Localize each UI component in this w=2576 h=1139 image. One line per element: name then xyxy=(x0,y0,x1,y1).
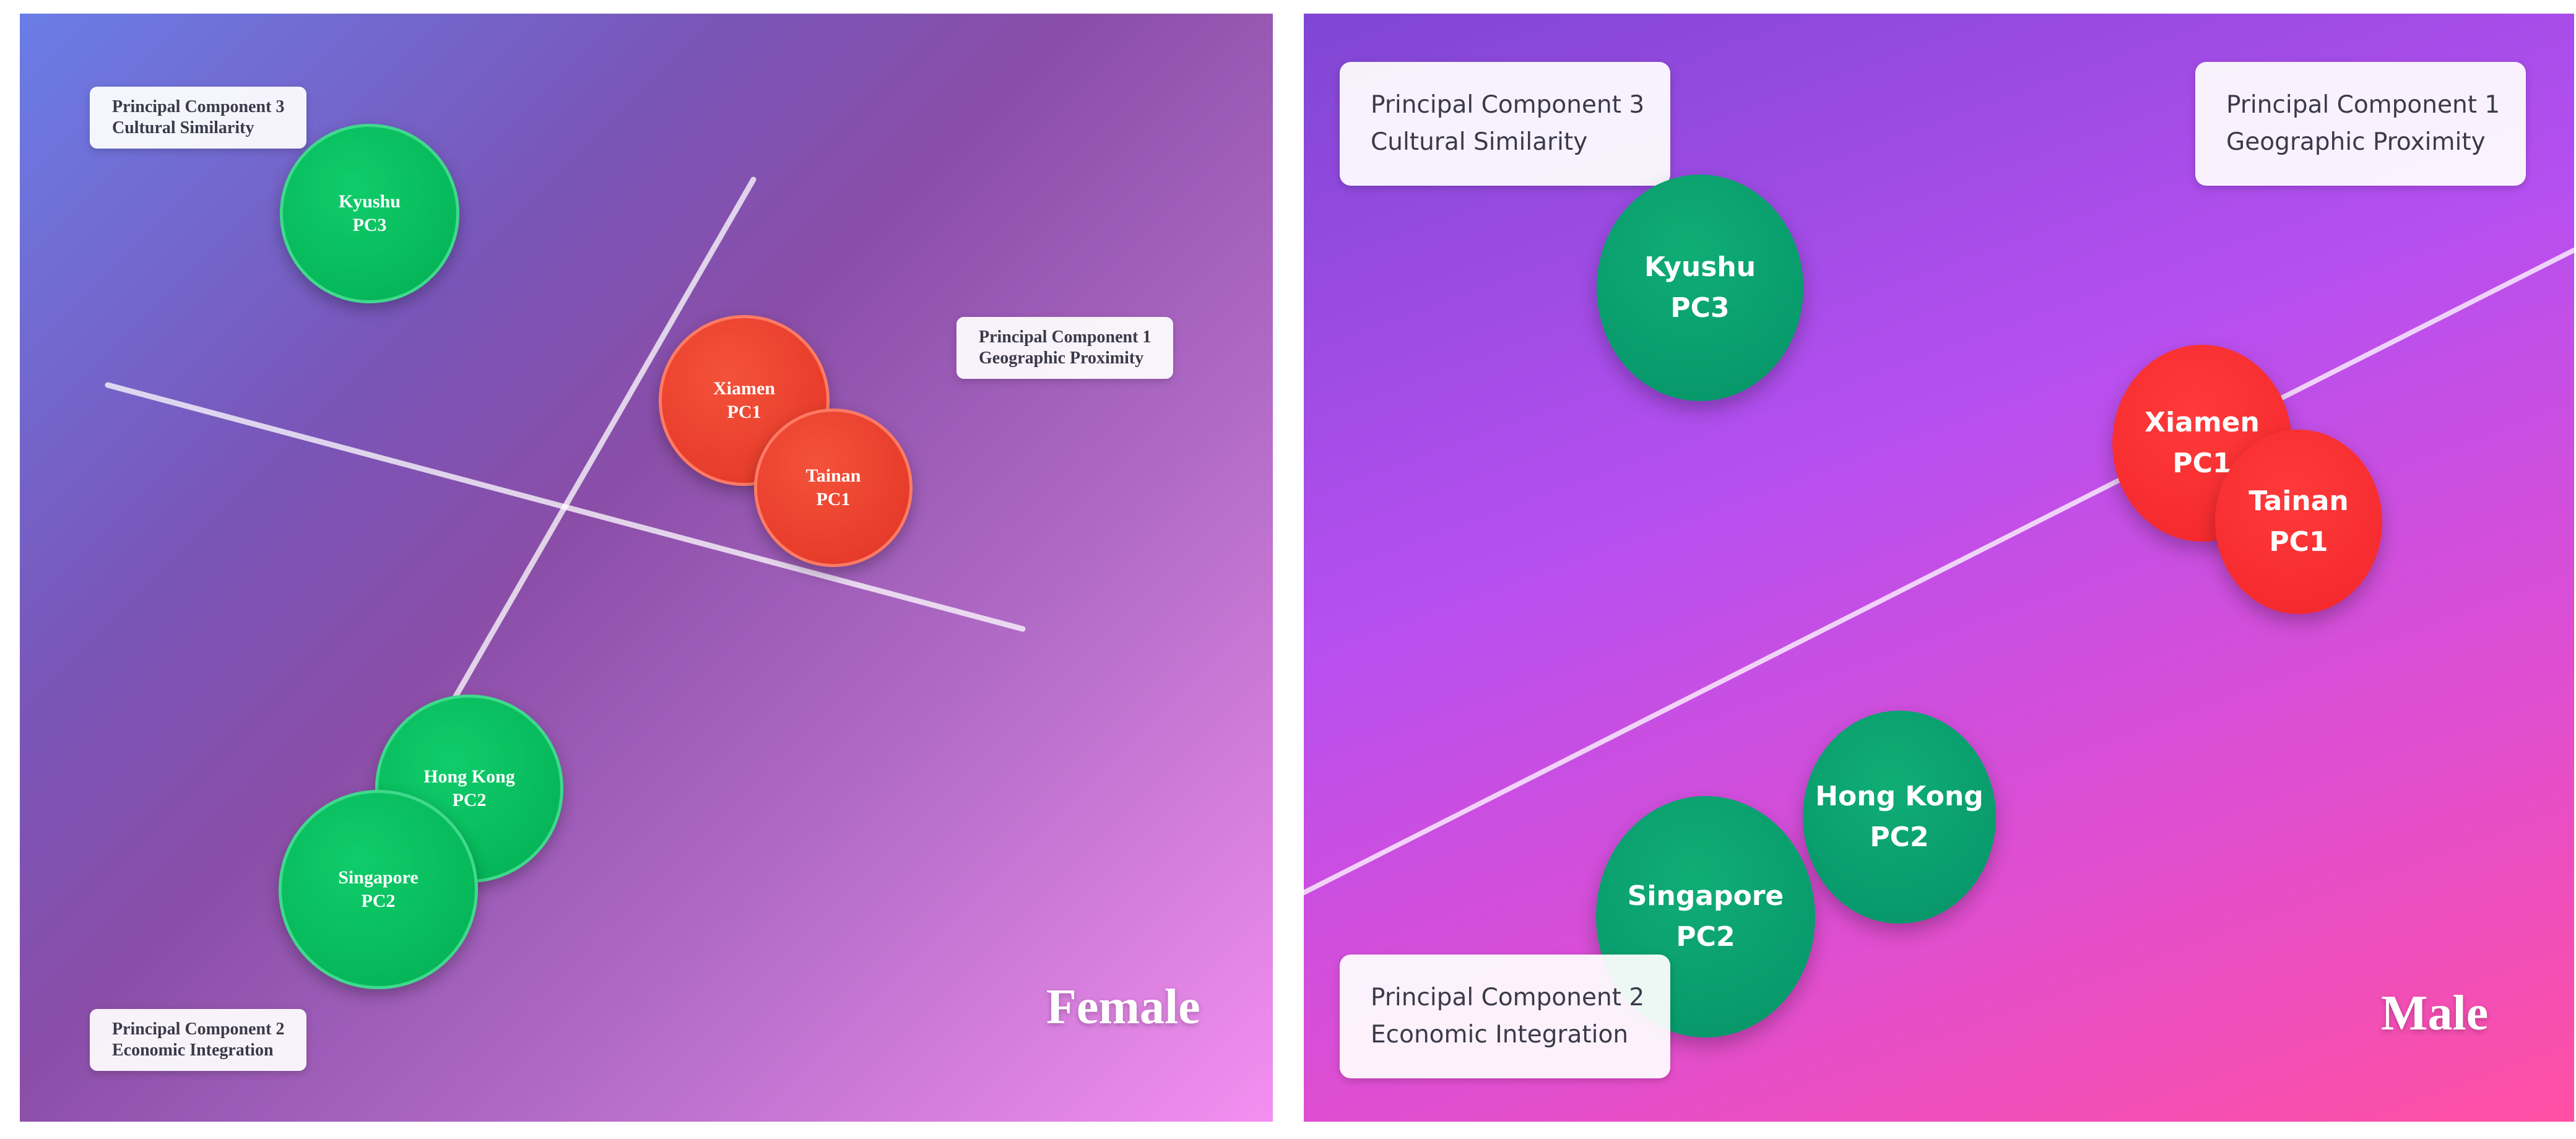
label-line-2: Economic Integration xyxy=(1371,1021,1629,1049)
label-line-1: Principal Component 1 xyxy=(979,327,1151,347)
label-line-2: Economic Integration xyxy=(112,1041,274,1060)
female-label-pc2: Principal Component 2 Economic Integrati… xyxy=(90,1009,307,1071)
node-component: PC2 xyxy=(1870,821,1929,853)
female-label-pc1: Principal Component 1 Geographic Proximi… xyxy=(956,317,1174,379)
label-line-2: Cultural Similarity xyxy=(1371,128,1588,156)
label-line-1: Principal Component 1 xyxy=(2226,91,2500,119)
node-component: PC1 xyxy=(727,402,761,422)
node-name: Singapore xyxy=(1627,880,1784,912)
male-label-pc1: Principal Component 1 Geographic Proximi… xyxy=(2195,62,2526,186)
node-component: PC1 xyxy=(2172,448,2232,479)
node-name: Hong Kong xyxy=(1815,781,1984,812)
label-line-2: Geographic Proximity xyxy=(2226,128,2486,156)
node-name: Tainan xyxy=(2249,485,2349,517)
node-name: Kyushu xyxy=(338,191,401,212)
label-line-1: Principal Component 2 xyxy=(1371,984,1645,1011)
male-axis-lines xyxy=(1304,248,2574,895)
node-name: Hong Kong xyxy=(423,766,515,787)
female-axis-lines xyxy=(105,176,1026,704)
label-line-1: Principal Component 2 xyxy=(112,1020,285,1039)
node-name: Xiamen xyxy=(713,378,775,399)
female-label-pc3: Principal Component 3 Cultural Similarit… xyxy=(90,87,307,149)
female-axis-line-2 xyxy=(450,176,757,704)
node-component: PC2 xyxy=(1676,921,1735,953)
male-axis-line-1 xyxy=(1304,248,2574,895)
male-label-pc3: Principal Component 3 Cultural Similarit… xyxy=(1340,62,1670,186)
male-gender-label: Male xyxy=(2381,986,2489,1041)
node-component: PC1 xyxy=(2269,526,2328,558)
label-line-2: Geographic Proximity xyxy=(979,349,1144,368)
male-label-pc2: Principal Component 2 Economic Integrati… xyxy=(1340,955,1670,1078)
label-line-1: Principal Component 3 xyxy=(112,97,285,116)
male-panel: Principal Component 3 Cultural Similarit… xyxy=(1304,14,2574,1122)
female-node-singapore: Singapore PC2 xyxy=(279,790,478,989)
node-component: PC2 xyxy=(452,790,487,810)
node-component: PC3 xyxy=(1670,292,1730,324)
label-line-1: Principal Component 3 xyxy=(1371,91,1645,119)
female-gender-label: Female xyxy=(1046,980,1200,1034)
female-panel: Principal Component 3 Cultural Similarit… xyxy=(20,14,1273,1122)
male-node-tainan: Tainan PC1 xyxy=(2215,430,2382,614)
node-component: PC2 xyxy=(361,891,396,911)
male-node-hong-kong: Hong Kong PC2 xyxy=(1803,711,1996,924)
female-node-tainan: Tainan PC1 xyxy=(754,409,913,567)
node-component: PC3 xyxy=(352,215,387,235)
node-name: Xiamen xyxy=(2144,407,2260,438)
label-line-2: Cultural Similarity xyxy=(112,118,254,137)
male-node-kyushu: Kyushu PC3 xyxy=(1597,175,1803,401)
node-name: Singapore xyxy=(338,867,418,888)
female-node-kyushu: Kyushu PC3 xyxy=(280,124,459,303)
node-name: Kyushu xyxy=(1644,251,1756,283)
node-name: Tainan xyxy=(805,466,861,486)
female-node-xiamen: Xiamen PC1 xyxy=(659,315,830,486)
node-component: PC1 xyxy=(816,489,851,509)
